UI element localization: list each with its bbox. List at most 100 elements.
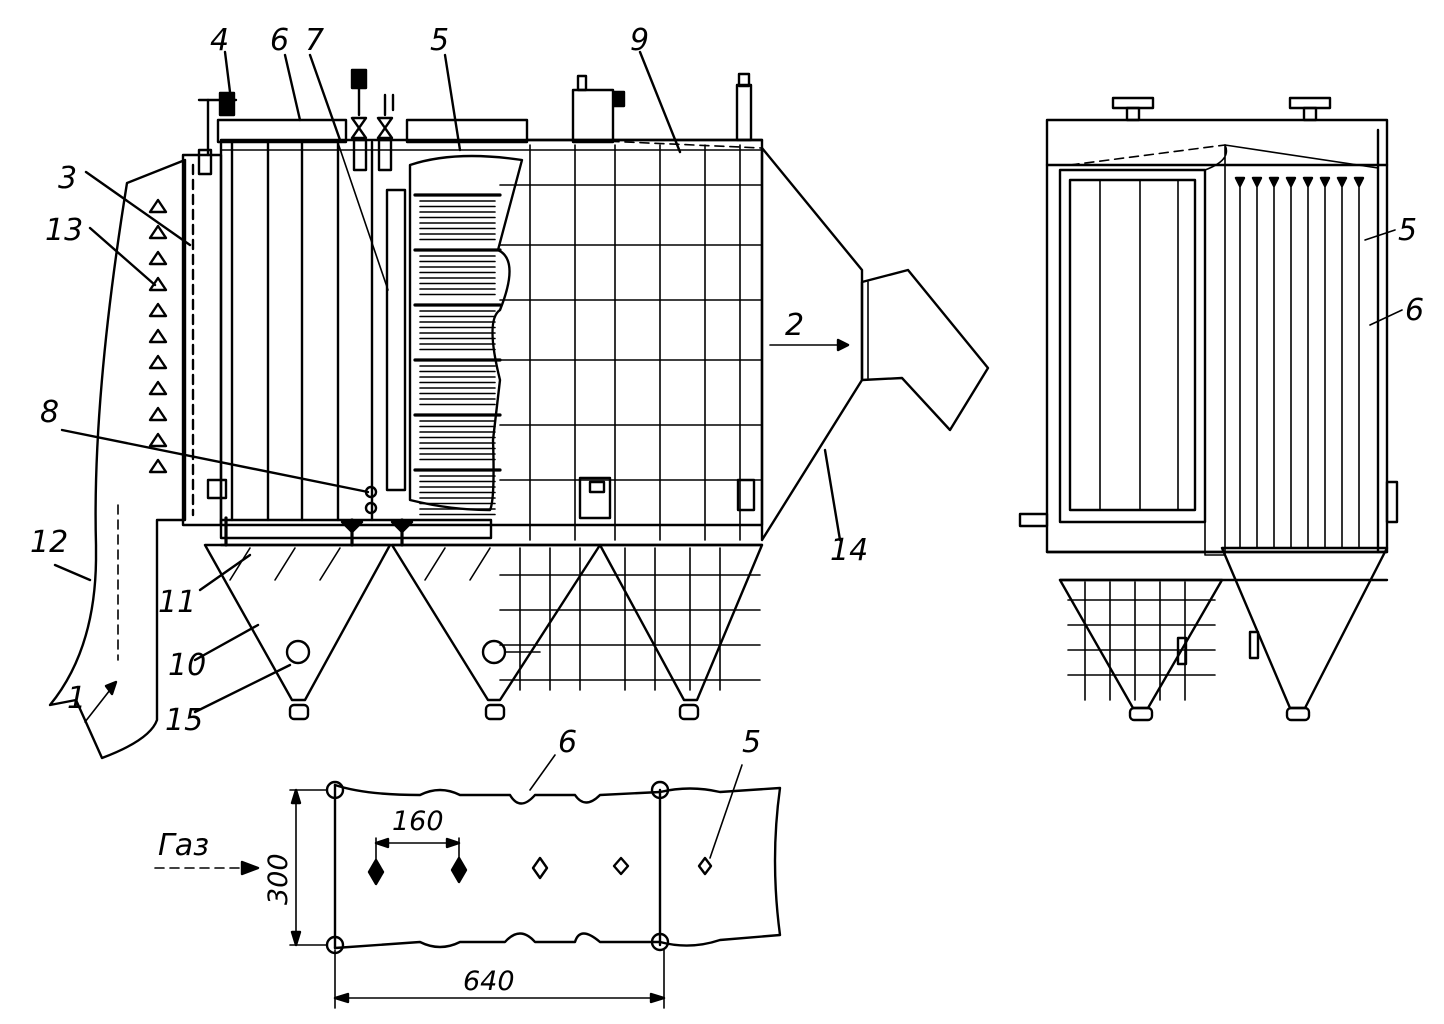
top-hatch bbox=[571, 88, 615, 144]
dim-160-label: 160 bbox=[392, 806, 444, 837]
triangle-marker bbox=[148, 198, 168, 214]
end-discharge-electrodes bbox=[1234, 176, 1365, 549]
end-hopper-outlet-1 bbox=[1128, 706, 1154, 722]
callout-13: 13 bbox=[45, 213, 83, 248]
triangle-marker bbox=[148, 354, 168, 370]
callout-5: 5 bbox=[430, 23, 449, 58]
end-side-hatch bbox=[1385, 480, 1399, 524]
insulation-hatching bbox=[229, 547, 491, 581]
outlet-duct bbox=[860, 268, 990, 432]
hatch bbox=[424, 547, 446, 581]
end-top-fitting-2-neck bbox=[1302, 106, 1318, 122]
end-electrode-weight bbox=[1285, 176, 1297, 188]
end-casing bbox=[1045, 118, 1389, 554]
end-top-fitting-2 bbox=[1288, 96, 1332, 110]
section-callout-6: 6 bbox=[558, 725, 577, 760]
hatch bbox=[319, 547, 341, 581]
electrode-coils bbox=[413, 193, 502, 516]
end-hopper-outlet-2 bbox=[1285, 706, 1311, 722]
end-hopper-hatch-2 bbox=[1176, 636, 1188, 666]
bottom-beam-11 bbox=[219, 518, 493, 540]
support-node-1 bbox=[340, 520, 364, 534]
flow-arrow-2-head bbox=[836, 338, 850, 352]
gas-flow-arrow bbox=[240, 860, 260, 876]
triangle-marker bbox=[148, 406, 168, 422]
end-callout-5: 5 bbox=[1398, 213, 1417, 248]
plan-section: 160 300 640 Газ 6 5 bbox=[154, 725, 782, 1009]
end-view: 5 6 bbox=[1018, 96, 1424, 722]
hopper-grid bbox=[499, 547, 761, 691]
cutaway-edge bbox=[1204, 144, 1228, 556]
callout-6: 6 bbox=[270, 23, 289, 58]
hopper-1 bbox=[203, 543, 392, 702]
collecting-plates-field-1 bbox=[230, 140, 374, 522]
triangle-marker bbox=[148, 432, 168, 448]
end-electrode-weight bbox=[1336, 176, 1348, 188]
triangle-marker bbox=[148, 302, 168, 318]
dim-300-arrow-bottom bbox=[290, 930, 302, 947]
end-electrode-weight bbox=[1268, 176, 1280, 188]
discharge-frame-7 bbox=[385, 188, 407, 492]
callout-7: 7 bbox=[305, 23, 324, 58]
discharge-electrodes-plan bbox=[367, 856, 713, 886]
dim-160-arrow-left bbox=[374, 837, 390, 849]
distribution-triangles bbox=[148, 198, 168, 474]
dim-640-arrow-left bbox=[333, 992, 350, 1004]
callout-2: 2 bbox=[785, 308, 804, 343]
inlet-grid-frame bbox=[181, 153, 223, 527]
insulator-valves bbox=[350, 68, 395, 172]
triangle-marker bbox=[148, 224, 168, 240]
end-callout-6: 6 bbox=[1405, 293, 1424, 328]
callout-10: 10 bbox=[168, 648, 206, 683]
side-fitting bbox=[736, 478, 756, 512]
hatch bbox=[469, 547, 491, 581]
top-cover-left bbox=[216, 118, 348, 144]
end-electrode-weight bbox=[1234, 176, 1246, 188]
callout-15: 15 bbox=[165, 703, 203, 738]
gas-label: Газ bbox=[158, 828, 209, 863]
dim-300-arrow-top bbox=[290, 788, 302, 805]
hopper-3 bbox=[598, 543, 764, 702]
end-leader-5 bbox=[1364, 229, 1396, 241]
callout-9: 9 bbox=[630, 23, 649, 58]
end-top-fitting-1-neck bbox=[1125, 106, 1141, 122]
equipment-box-cap bbox=[588, 480, 606, 494]
fitting-8b bbox=[364, 501, 378, 515]
callout-8: 8 bbox=[40, 395, 59, 430]
end-hopper-hatch bbox=[1248, 630, 1260, 660]
end-top-fitting-1 bbox=[1111, 96, 1155, 110]
casing-grid-9 bbox=[499, 144, 763, 541]
section-leader-6 bbox=[529, 754, 556, 791]
leader-7-extension bbox=[336, 139, 389, 291]
callout-3: 3 bbox=[58, 161, 77, 196]
callout-1: 1 bbox=[67, 681, 86, 716]
rapping-box-4 bbox=[197, 148, 213, 176]
callout-12: 12 bbox=[30, 525, 68, 560]
dim-300-label: 300 bbox=[263, 853, 294, 905]
collecting-plate-6-profile bbox=[333, 783, 782, 950]
top-hatch-handle bbox=[612, 90, 626, 108]
hopper-port-15 bbox=[285, 639, 311, 665]
end-electrode-weight bbox=[1319, 176, 1331, 188]
end-electrode-weight bbox=[1353, 176, 1365, 188]
end-frame-inner bbox=[1068, 178, 1197, 512]
callout-4: 4 bbox=[210, 23, 229, 58]
dim-640-label: 640 bbox=[463, 966, 515, 997]
triangle-marker bbox=[148, 250, 168, 266]
end-electrode-weight bbox=[1302, 176, 1314, 188]
leader-lines bbox=[53, 50, 842, 714]
side-view: 4 6 7 5 9 3 13 8 12 11 10 15 1 2 14 bbox=[30, 23, 990, 760]
top-cover-mid bbox=[405, 118, 529, 144]
dim-640-arrow-right bbox=[649, 992, 666, 1004]
top-pipe-right bbox=[735, 83, 753, 142]
flow-arrow-1-head bbox=[104, 680, 118, 696]
top-pipe-right-cap bbox=[737, 72, 751, 88]
triangle-marker bbox=[148, 458, 168, 474]
end-hopper-2 bbox=[1220, 546, 1389, 710]
end-top-line bbox=[1224, 144, 1379, 169]
rapping-drive-4 bbox=[218, 91, 236, 117]
hopper-outlet-3 bbox=[678, 703, 700, 721]
flow-arrow-1 bbox=[84, 689, 111, 723]
hopper-2 bbox=[390, 543, 602, 702]
hopper-outlet-2 bbox=[484, 703, 506, 721]
